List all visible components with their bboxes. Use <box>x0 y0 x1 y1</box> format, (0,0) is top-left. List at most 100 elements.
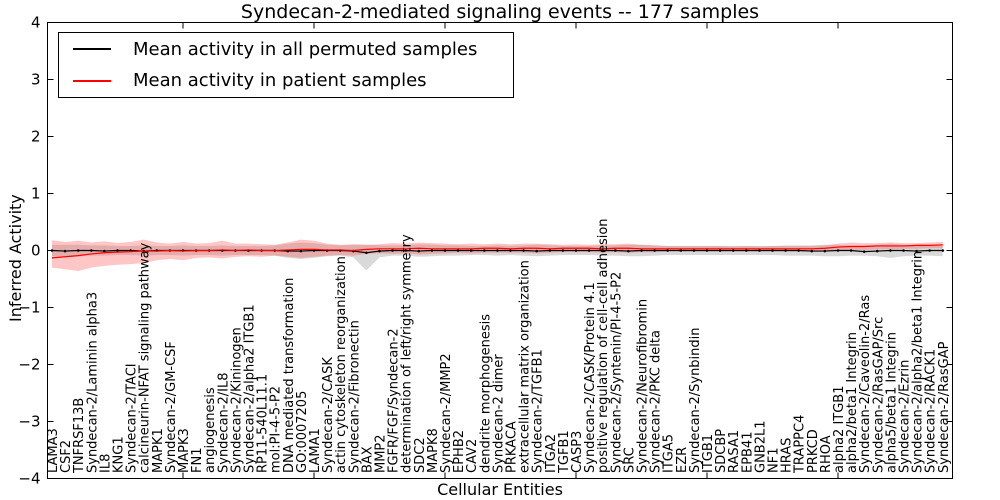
x-category-label: Syndecan-2/IL8 <box>216 373 231 473</box>
data-point-marker <box>496 249 499 252</box>
patient-mean-line <box>51 244 943 259</box>
data-point-marker <box>758 249 761 252</box>
y-tick-label: −4 <box>18 470 40 488</box>
x-category-label: LAMA1 <box>308 428 323 473</box>
data-point-marker <box>548 249 552 252</box>
data-point-marker <box>640 249 643 252</box>
x-category-label: HRAS <box>780 438 795 473</box>
data-point-marker <box>299 249 303 253</box>
data-point-marker <box>653 249 656 252</box>
x-category-label: Syndecan-2/MMP2 <box>439 353 454 473</box>
data-point-marker <box>876 249 879 253</box>
y-tick-label: 3 <box>31 71 41 89</box>
x-category-label: NF1 <box>767 448 782 473</box>
x-category-label: Syndecan-2/GM-CSF <box>164 341 179 473</box>
x-category-label: extracellular matrix organization <box>518 260 533 473</box>
x-category-label: Syndecan-2 dimer <box>491 354 506 473</box>
x-category-label: Syndecan-2/Neurofibromin <box>636 299 651 473</box>
x-category-label: EPB41 <box>740 431 755 473</box>
x-category-label: alpha2 ITGB1 <box>832 386 847 473</box>
x-category-label: FGFR/FGF/Syndecan-2 <box>387 328 402 473</box>
data-point-marker <box>90 249 93 252</box>
x-category-label: GNB2L1 <box>753 420 768 473</box>
data-point-marker <box>600 249 604 252</box>
x-category-label: LAMA3 <box>46 428 61 473</box>
data-point-marker <box>103 249 106 253</box>
data-point-marker <box>76 249 80 252</box>
x-category-label: Syndecan-2/TGFB1 <box>531 349 546 473</box>
x-category-label: determination of left/right symmetry <box>400 234 415 473</box>
x-category-label: mol:PI-4-5-P2 <box>269 386 284 473</box>
data-point-marker <box>391 249 394 252</box>
x-category-label: calcineurin-NFAT signaling pathway <box>138 242 153 473</box>
x-category-label: Syndecan-2/Synbindin <box>688 327 703 473</box>
x-category-label: Syndecan-2/TACI <box>125 363 140 473</box>
y-tick-label: −3 <box>18 413 40 431</box>
x-category-label: Syndecan-2/alpha2/beta1 Integrin <box>911 251 926 473</box>
chart-title: Syndecan-2-mediated signaling events -- … <box>240 1 760 23</box>
data-point-marker <box>915 249 918 253</box>
data-point-marker <box>810 249 814 253</box>
y-tick-label: −2 <box>18 356 40 374</box>
x-category-label: PRKACA <box>505 421 520 473</box>
x-axis-label: Cellular Entities <box>437 480 563 499</box>
data-point-marker <box>365 251 368 255</box>
x-category-label: CAV2 <box>465 439 480 473</box>
x-category-label: SDCBP <box>714 429 729 473</box>
data-point-marker <box>679 249 683 252</box>
x-category-label: SDC2 <box>413 437 428 473</box>
x-category-label: MMP2 <box>374 434 389 473</box>
x-category-label: Syndecan-2/Caveolin-2/Ras <box>858 295 873 473</box>
y-axis-label: Inferred Activity <box>6 194 25 322</box>
data-point-marker <box>574 249 578 252</box>
x-category-label: PRKCD <box>806 429 821 473</box>
x-category-label: RP11-540L11.1 <box>256 374 271 473</box>
x-category-label: ITGB1 <box>701 434 716 473</box>
data-point-marker <box>771 249 774 252</box>
x-category-label: KNG1 <box>112 436 127 473</box>
data-point-marker <box>705 249 709 252</box>
data-point-marker <box>666 249 669 252</box>
data-point-marker <box>902 249 905 252</box>
data-point-marker <box>745 249 748 252</box>
x-category-label: Syndecan-2/RasGAP/Src <box>871 317 886 473</box>
x-category-label: EPHB2 <box>452 430 467 473</box>
data-point-marker <box>849 249 853 252</box>
data-point-marker <box>731 249 735 252</box>
x-category-label: TRAPPC4 <box>793 415 808 474</box>
x-category-label: Syndecan-2/PKC delta <box>649 330 664 473</box>
x-category-label: Syndecan-2/Laminin alpha3 <box>85 292 100 473</box>
data-point-marker <box>443 249 447 252</box>
x-category-label: DNA mediated transformation <box>282 278 297 473</box>
x-category-label: MAPK1 <box>151 428 166 473</box>
x-category-label: dendrite morphogenesis <box>478 314 493 473</box>
data-point-marker <box>784 249 787 252</box>
data-point-marker <box>116 249 119 252</box>
permuted-line-swatch <box>73 48 111 51</box>
legend-item-patient: Mean activity in patient samples <box>59 66 513 96</box>
legend-box: Mean activity in all permuted samples Me… <box>58 32 514 98</box>
x-category-label: Syndecan-2/RasGAP <box>937 341 952 473</box>
x-category-label: CASP3 <box>570 431 585 473</box>
y-tick-label: 1 <box>31 185 41 203</box>
x-category-label: Syndecan-2/Kininogen <box>229 327 244 473</box>
data-point-marker <box>63 249 67 253</box>
y-tick-label: 2 <box>31 128 41 146</box>
x-category-label: angiogenesis <box>203 387 218 473</box>
x-category-label: Syndecan-2/Syntenin/PI-4-5-P2 <box>609 272 624 473</box>
data-point-marker <box>587 249 591 252</box>
x-category-label: MAPK8 <box>426 428 441 473</box>
x-category-label: MAPK3 <box>177 428 192 473</box>
data-point-marker <box>430 249 434 252</box>
data-point-marker <box>797 249 800 252</box>
x-category-label: ITGA5 <box>662 434 677 473</box>
x-category-label: Syndecan-2/Fibronectin <box>347 320 362 473</box>
x-category-label: alpha5/beta1 Integrin <box>884 332 899 473</box>
x-category-label: GO:0007205 <box>295 391 310 473</box>
legend-item-permuted: Mean activity in all permuted samples <box>59 34 513 64</box>
x-category-label: SRC <box>622 447 637 473</box>
y-tick-label: −1 <box>18 299 40 317</box>
data-point-marker <box>378 249 381 253</box>
data-point-marker <box>836 249 840 252</box>
